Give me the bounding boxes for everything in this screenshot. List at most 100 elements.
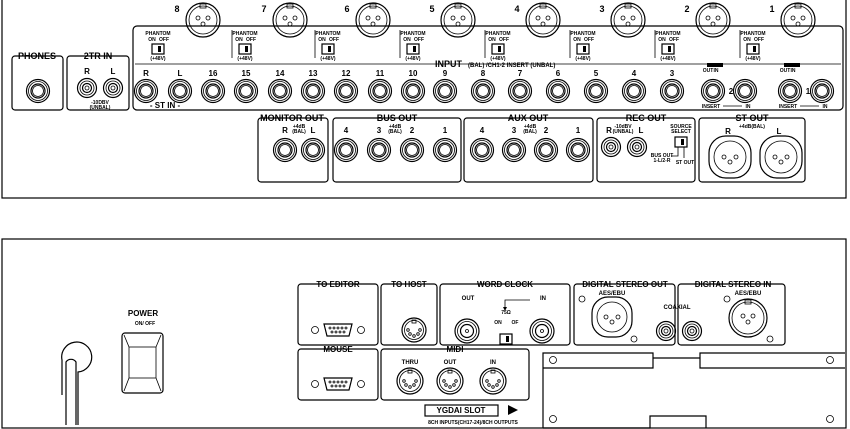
aux-out-jack-1[interactable] [565,137,591,163]
phones-jack[interactable] [25,78,51,104]
insert-channel-number: 1 [806,87,811,96]
xlr-input-4[interactable] [525,2,561,38]
input-jack-L[interactable] [167,78,193,104]
insert-in-jack-2[interactable] [732,78,758,104]
input-jack-label: 15 [242,69,251,78]
st-out-xlr-L[interactable] [759,135,803,179]
xlr-channel-number: 4 [514,4,519,14]
bus-out-level: +4dB [389,124,402,130]
input-jack-label: 5 [594,69,599,78]
insert-in-jack-1[interactable] [809,78,835,104]
input-jack-label: 4 [632,69,637,78]
xlr-input-7[interactable] [272,2,308,38]
phantom-on-label: ON [488,37,496,43]
xlr-input-5[interactable] [440,2,476,38]
input-jack-8[interactable] [470,78,496,104]
bus-out-title: BUS OUT [377,113,418,123]
insert-plug-out-label: OUT [703,68,714,74]
st-out-level: +4dB(BAL) [739,124,765,130]
word-clock-out-port[interactable] [454,318,480,344]
2tr-in-jack-L[interactable] [102,77,124,99]
phantom-switch-6[interactable] [321,43,335,55]
bus-out-jack-1[interactable] [432,137,458,163]
phantom-switch-8[interactable] [151,43,165,55]
monitor-out-jack-R[interactable] [272,137,298,163]
input-jack-11[interactable] [367,78,393,104]
input-jack-10[interactable] [400,78,426,104]
phantom-label: PHANTOM [485,31,510,37]
phantom-off-label: OFF [584,37,594,43]
bus-out-jack-label: 2 [410,126,415,135]
insert-plug-icon [784,63,800,67]
insert-plug-in-label: IN [791,68,796,74]
insert-label: INSERT [702,104,720,110]
bus-out-jack-2[interactable] [399,137,425,163]
input-jack-3[interactable] [659,78,685,104]
rec-out-box [596,117,696,183]
slot-title: YGDAI SLOT [437,406,486,415]
bus-out-jack-3[interactable] [366,137,392,163]
input-jack-12[interactable] [333,78,359,104]
to-host-port[interactable] [401,317,427,343]
bus-out-option-line2: 1-L/2-R [654,158,671,164]
phantom-switch-5[interactable] [406,43,420,55]
input-jack-13[interactable] [300,78,326,104]
power-title: POWER [128,309,158,318]
word-clock-termination-switch[interactable] [499,333,513,345]
insert-jack-1[interactable] [777,78,803,104]
phantom-switch-1[interactable] [746,43,760,55]
mouse-title: MOUSE [323,345,353,354]
input-jack-label: 10 [409,69,418,78]
input-jack-16[interactable] [200,78,226,104]
input-jack-label: 12 [342,69,351,78]
coaxial-label: COAXIAL [664,305,691,311]
input-jack-4[interactable] [621,78,647,104]
phones-title: PHONES [18,51,56,61]
digital-stereo-in-aes-port[interactable] [728,298,768,338]
rec-out-level: -10dBV [614,124,632,130]
digital-stereo-out-aes-port[interactable] [591,296,633,338]
bus-out-jack-4[interactable] [333,137,359,163]
input-jack-9[interactable] [432,78,458,104]
input-jack-14[interactable] [267,78,293,104]
xlr-input-1[interactable] [780,2,816,38]
input-jack-R[interactable] [133,78,159,104]
aux-out-jack-2[interactable] [533,137,559,163]
2tr-in-jack-R[interactable] [76,77,98,99]
xlr-channel-number: 5 [429,4,434,14]
word-clock-in-port[interactable] [529,318,555,344]
bus-out-box [332,117,462,183]
input-jack-6[interactable] [545,78,571,104]
ygdai-slot-cover[interactable] [542,352,845,429]
xlr-input-2[interactable] [695,2,731,38]
midi-thru-port[interactable] [396,367,424,395]
rec-out-jack-L[interactable] [626,136,648,158]
digital-stereo-in-title: DIGITAL STEREO IN [695,280,772,289]
mouse-port[interactable] [311,377,365,391]
monitor-out-jack-L[interactable] [300,137,326,163]
insert-jack-2[interactable] [700,78,726,104]
digital-stereo-in-coaxial-port[interactable] [681,320,703,342]
xlr-input-6[interactable] [355,2,391,38]
phantom-switch-7[interactable] [238,43,252,55]
midi-in-port[interactable] [479,367,507,395]
input-jack-15[interactable] [233,78,259,104]
rec-out-jack-R[interactable] [600,136,622,158]
aux-out-jack-4[interactable] [469,137,495,163]
midi-out-port[interactable] [436,367,464,395]
input-jack-label: 3 [670,69,675,78]
digital-stereo-out-coaxial-port[interactable] [655,320,677,342]
xlr-input-8[interactable] [185,2,221,38]
input-jack-5[interactable] [583,78,609,104]
aux-out-jack-3[interactable] [501,137,527,163]
st-out-xlr-R[interactable] [708,135,752,179]
source-select-switch[interactable] [671,136,688,158]
phantom-switch-2[interactable] [661,43,675,55]
phantom-switch-4[interactable] [491,43,505,55]
bus-out-option-line1: BUS OUT [651,153,674,159]
phantom-switch-3[interactable] [576,43,590,55]
input-jack-7[interactable] [507,78,533,104]
to-editor-port[interactable] [311,323,365,337]
power-switch[interactable] [121,332,164,394]
xlr-input-3[interactable] [610,2,646,38]
